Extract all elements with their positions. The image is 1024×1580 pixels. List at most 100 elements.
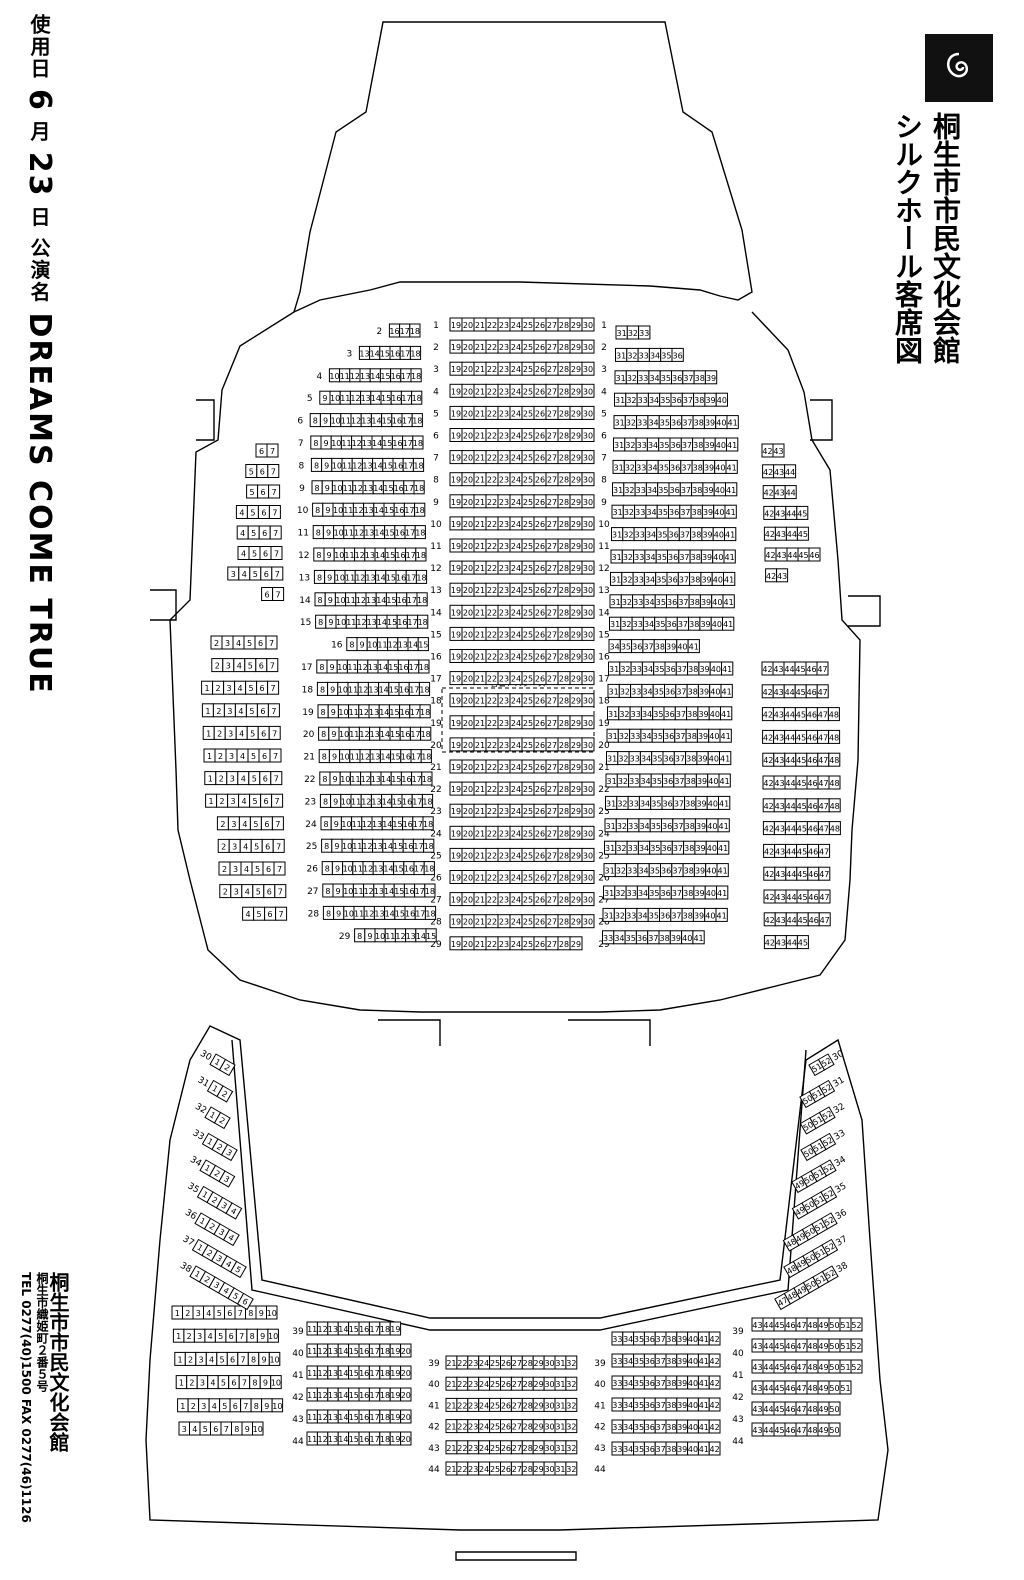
seat-number: 20 (463, 542, 473, 551)
row-number: 18 (430, 697, 442, 707)
seat-number: 31 (605, 867, 615, 876)
seat[interactable] (581, 450, 595, 465)
seat-number: 16 (404, 865, 414, 874)
seat-number: 44 (785, 756, 795, 765)
seat-number: 29 (571, 542, 581, 551)
seat-number: 9 (262, 1355, 267, 1364)
seat-number: 44 (785, 733, 795, 742)
seat-number: 9 (328, 618, 333, 627)
seat-number: 13 (371, 797, 381, 806)
seat-number: 25 (523, 675, 533, 684)
seat[interactable] (581, 538, 595, 553)
seat-number: 35 (660, 396, 670, 405)
seat-number: 24 (511, 940, 521, 949)
seat-number: 32 (615, 911, 625, 920)
row-number: 23 (305, 797, 316, 807)
seat-number: 4 (238, 684, 243, 693)
seat-number: 33 (637, 441, 647, 450)
seat-number: 14 (374, 506, 384, 515)
seat-number: 15 (383, 461, 393, 470)
seat-number: 18 (418, 618, 428, 627)
seat-number: 6 (227, 1309, 232, 1318)
seat[interactable] (581, 560, 595, 575)
seat-number: 16 (389, 327, 399, 336)
seat-number: 39 (698, 710, 708, 719)
seat-number: 26 (535, 321, 545, 330)
seat-number: 34 (647, 463, 657, 472)
seat-number: 26 (535, 498, 545, 507)
seat-number: 44 (763, 1426, 773, 1435)
seat-number: 30 (544, 1380, 554, 1389)
row-number: 2 (377, 327, 383, 337)
seat-number: 34 (640, 777, 650, 786)
seat[interactable] (581, 494, 595, 509)
seat-number: 37 (674, 777, 684, 786)
seat-number: 14 (382, 797, 392, 806)
seat[interactable] (581, 339, 595, 354)
seat[interactable] (581, 361, 595, 376)
seat-number: 45 (796, 711, 806, 720)
seat-number: 17 (404, 484, 414, 493)
seat-number: 26 (535, 432, 545, 441)
seat-number: 30 (583, 807, 593, 816)
seat-number: 27 (547, 697, 557, 706)
seat-number: 32 (566, 1359, 576, 1368)
row-number: 41 (732, 1371, 743, 1381)
seat-number: 34 (614, 934, 624, 943)
seat-number: 32 (619, 732, 629, 741)
seat-number: 26 (535, 608, 545, 617)
seat-number: 16 (391, 372, 401, 381)
seat-number: 8 (313, 439, 318, 448)
seat-number: 47 (796, 1321, 806, 1330)
seat-number: 31 (616, 351, 626, 360)
seat[interactable] (581, 405, 595, 420)
seat-number: 34 (642, 687, 652, 696)
seat-number: 14 (371, 417, 381, 426)
seat-number: 6 (264, 570, 269, 579)
seat-number: 47 (819, 802, 829, 811)
seat[interactable] (581, 317, 595, 332)
seat-number: 38 (655, 643, 665, 652)
seat-number: 4 (239, 509, 244, 518)
seat-number: 47 (819, 870, 829, 879)
seat-number: 24 (511, 542, 521, 551)
seat-number: 38 (692, 486, 702, 495)
seat-number: 27 (547, 365, 557, 374)
seat-number: 35 (659, 463, 669, 472)
seat-number: 30 (583, 874, 593, 883)
seat-number: 33 (632, 665, 642, 674)
seat-number: 26 (535, 785, 545, 794)
door-bottom-1 (378, 1019, 441, 1046)
seat-number: 14 (372, 439, 382, 448)
seat-number: 45 (797, 802, 807, 811)
seat-number: 2 (219, 775, 224, 784)
seat-number: 2 (215, 662, 220, 671)
seat-number: 43 (774, 711, 784, 720)
seat[interactable] (581, 383, 595, 398)
seat-number: 20 (463, 343, 473, 352)
seat-number: 35 (655, 620, 665, 629)
seat[interactable] (581, 472, 595, 487)
seat[interactable] (581, 428, 595, 442)
seat-number: 3 (226, 662, 231, 671)
seat-number: 16 (401, 753, 411, 762)
seat-number: 7 (270, 447, 275, 456)
seat-number: 29 (571, 564, 581, 573)
seat-number: 41 (689, 643, 699, 652)
seat-number: 18 (413, 461, 423, 470)
seat[interactable] (581, 516, 595, 531)
seat-number: 32 (566, 1401, 576, 1410)
seat-number: 36 (661, 889, 671, 898)
seat-number: 30 (583, 785, 593, 794)
seat-number: 6 (262, 529, 267, 538)
row-number: 27 (307, 887, 318, 897)
